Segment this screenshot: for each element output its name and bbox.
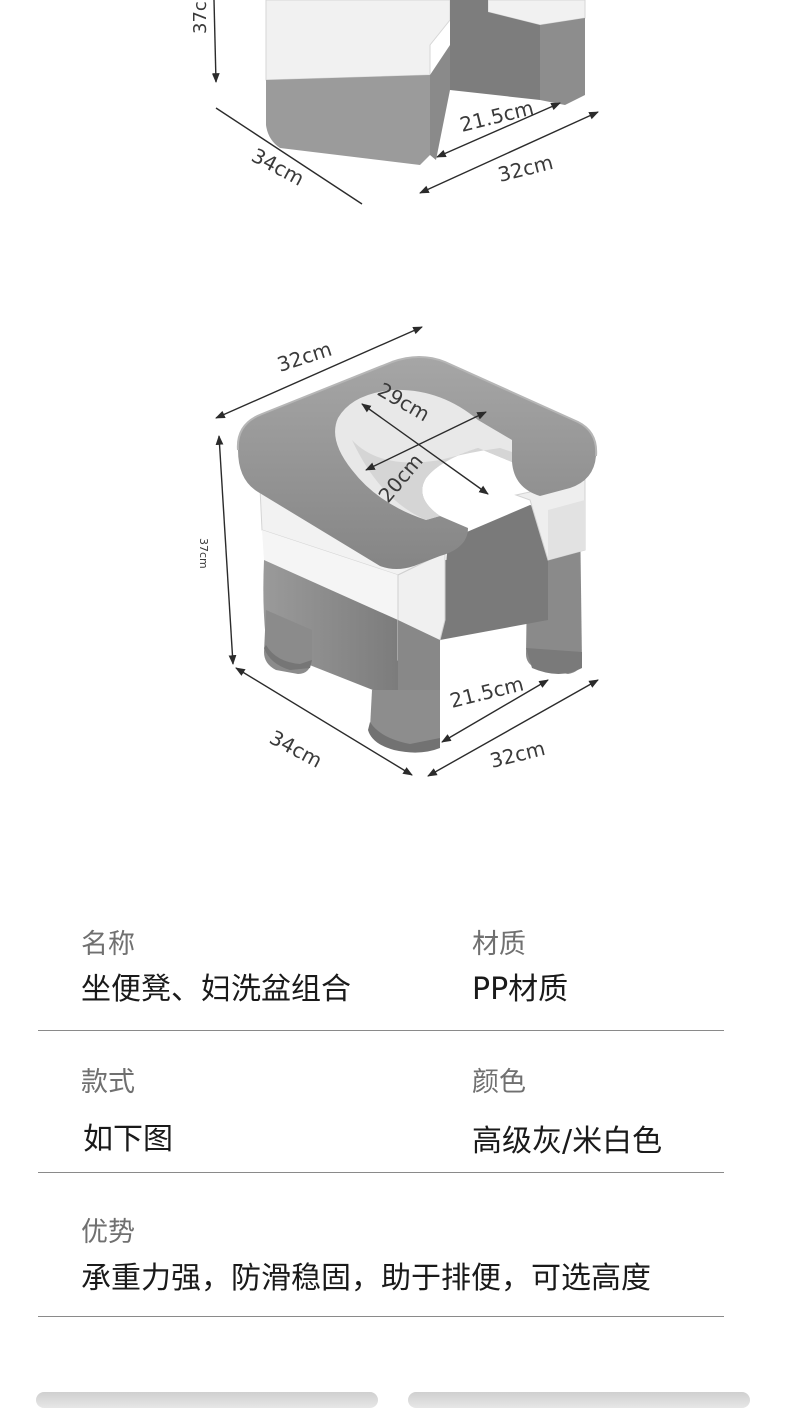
main-depth-label: 34cm	[266, 725, 327, 772]
top-width-label: 32cm	[495, 150, 555, 187]
spec-material-value: PP材质	[472, 972, 569, 1007]
product-photo-thumbnail	[36, 1392, 378, 1408]
main-top-width-label: 32cm	[274, 337, 335, 377]
main-height-label: 37cm	[197, 538, 210, 569]
spec-material-label: 材质	[472, 929, 526, 960]
spec-divider	[38, 1030, 724, 1031]
spec-color-value: 高级灰/米白色	[472, 1124, 663, 1159]
spec-divider	[38, 1172, 724, 1173]
top-stool-drawing: 37cm 34cm 21.5cm 32cm	[190, 0, 599, 205]
main-bottom-width-label: 32cm	[487, 736, 547, 773]
spec-name-label: 名称	[81, 929, 135, 960]
top-depth-label: 34cm	[248, 143, 309, 190]
spec-style-value: 如下图	[83, 1122, 173, 1157]
spec-advantage-value: 承重力强，防滑稳固，助于排便，可选高度	[81, 1261, 651, 1296]
spec-name-value: 坐便凳、妇洗盆组合	[81, 972, 351, 1007]
spec-style-label: 款式	[81, 1067, 135, 1098]
next-section-image-strip	[0, 1390, 790, 1408]
main-stool-drawing: 32cm 29cm 20cm 37cm 21.5cm 34cm 32cm	[197, 326, 599, 777]
spec-color-label: 颜色	[472, 1067, 526, 1098]
spec-advantage-label: 优势	[81, 1217, 135, 1248]
spec-divider	[38, 1316, 724, 1317]
product-dimension-illustrations: 37cm 34cm 21.5cm 32cm	[190, 0, 599, 777]
top-height-label: 37cm	[190, 0, 211, 34]
product-photo-thumbnail	[408, 1392, 750, 1408]
main-inner-width-label: 21.5cm	[447, 671, 526, 712]
